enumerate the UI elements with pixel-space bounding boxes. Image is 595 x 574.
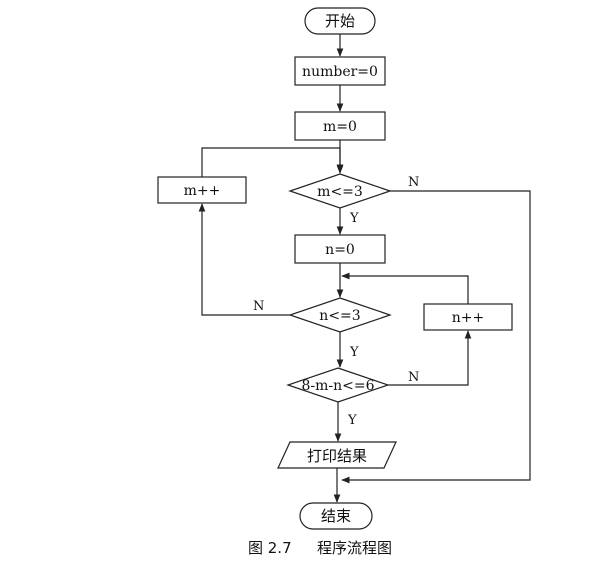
cond-n-no-label: N xyxy=(253,299,264,314)
end-label: 结束 xyxy=(321,507,351,525)
end-node: 结束 xyxy=(299,502,373,530)
init-number-label: number=0 xyxy=(302,64,378,80)
inc-m-node: m++ xyxy=(157,176,247,204)
arrow-cond-n-no-to-inc-m xyxy=(198,203,290,316)
cond-m-yes-label: Y xyxy=(349,211,359,226)
figure-title: 程序流程图 xyxy=(317,539,392,557)
cond-m-no-label: N xyxy=(408,175,419,190)
figure-number: 图 2.7 xyxy=(248,539,292,557)
init-number-node: number=0 xyxy=(294,56,386,86)
start-label: 开始 xyxy=(325,12,355,30)
cond-check-no-label: N xyxy=(408,370,419,385)
arrow-inc-m-to-cond-m xyxy=(201,147,344,177)
arrow-cond-check-no-to-inc-n xyxy=(388,330,472,386)
start-node: 开始 xyxy=(304,7,376,35)
arrow-cond-m-no-to-end xyxy=(341,190,531,484)
cond-check-decision: 8-m-n<=6 xyxy=(286,367,390,403)
print-label: 打印结果 xyxy=(307,447,367,465)
cond-check-yes-label: Y xyxy=(347,413,357,428)
inc-n-node: n++ xyxy=(423,303,513,331)
cond-m-label: m<=3 xyxy=(317,184,363,200)
init-n-label: n=0 xyxy=(325,242,355,258)
init-m-label: m=0 xyxy=(323,119,357,135)
cond-n-decision: n<=3 xyxy=(288,297,392,333)
init-n-node: n=0 xyxy=(294,234,386,264)
inc-n-label: n++ xyxy=(452,310,484,326)
cond-m-decision: m<=3 xyxy=(288,173,392,209)
cond-check-label: 8-m-n<=6 xyxy=(301,378,374,394)
cond-n-yes-label: Y xyxy=(349,345,359,360)
arrow-inc-n-to-cond-n xyxy=(341,272,469,304)
inc-m-label: m++ xyxy=(184,183,221,199)
print-node: 打印结果 xyxy=(277,441,397,469)
init-m-node: m=0 xyxy=(294,111,386,141)
cond-n-label: n<=3 xyxy=(319,308,360,324)
